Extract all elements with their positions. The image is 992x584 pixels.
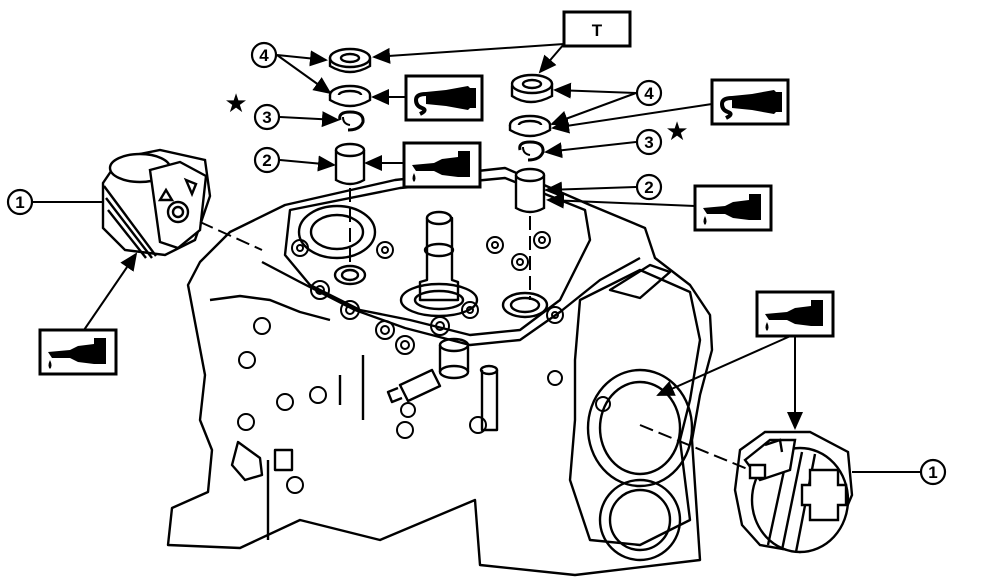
right-parts-stack	[508, 73, 554, 300]
callout-1-left: 1	[6, 188, 34, 216]
piston-left	[101, 148, 212, 259]
engine-oil-icon-left-piston	[38, 328, 118, 376]
svg-text:1: 1	[928, 463, 937, 482]
callout-1-right: 1	[919, 458, 947, 486]
piston-right	[733, 430, 854, 554]
callout-3-right: 3	[635, 128, 663, 156]
snap-ring-left	[338, 110, 365, 132]
svg-text:2: 2	[262, 151, 271, 170]
svg-text:4: 4	[644, 84, 654, 103]
svg-text:T: T	[592, 21, 603, 40]
star-icon: ★	[224, 88, 247, 118]
engine-oil-icon-right-pin	[693, 184, 773, 232]
snap-ring-right	[518, 140, 545, 162]
leader-lines	[32, 43, 920, 473]
callout-2-right: 2	[635, 173, 663, 201]
engine-oil-icon-left-pin	[402, 141, 482, 189]
svg-text:4: 4	[259, 46, 269, 65]
callout-4-left: 4	[250, 41, 278, 69]
gasket-icon-right	[710, 78, 790, 126]
svg-text:1: 1	[15, 193, 24, 212]
piston-pin-right	[514, 175, 546, 214]
svg-text:3: 3	[644, 133, 653, 152]
callout-3-left: 3	[253, 103, 281, 131]
piston-center-lines	[199, 221, 751, 471]
star-icon: ★	[665, 116, 688, 146]
callout-4-right: 4	[635, 79, 663, 107]
svg-text:2: 2	[644, 178, 653, 197]
left-parts-stack	[328, 47, 372, 268]
callout-2-left: 2	[253, 146, 281, 174]
gasket-icon-left	[404, 74, 484, 122]
cylinder-block	[166, 166, 714, 577]
torque-box: T	[562, 10, 632, 48]
engine-oil-icon-right-piston	[755, 290, 835, 338]
piston-pin-left	[334, 150, 366, 186]
svg-text:3: 3	[262, 108, 271, 127]
